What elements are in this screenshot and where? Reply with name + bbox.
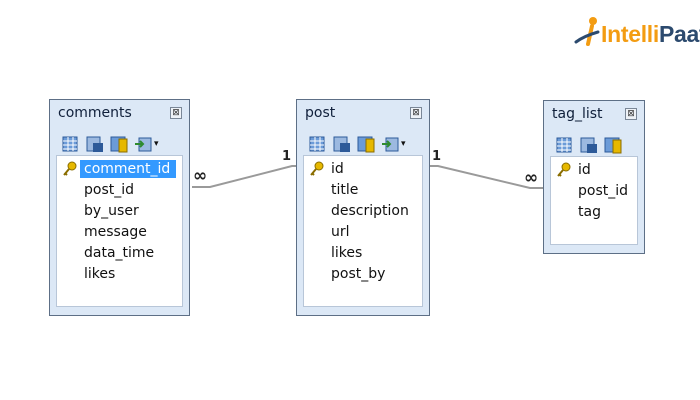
field-label: description (331, 203, 409, 219)
field-label: comment_id (80, 160, 177, 178)
table-tag-list-title: tag_list (552, 106, 603, 122)
field-label: post_id (578, 183, 629, 199)
field-label: likes (331, 245, 363, 261)
logo-text-paat: Paat (658, 20, 700, 47)
primary-key-icon (63, 161, 77, 176)
field-row[interactable]: id (551, 160, 591, 180)
close-icon[interactable]: ⊠ (170, 107, 182, 119)
keys-icon[interactable] (604, 137, 622, 154)
table-tag-list-toolbar (550, 135, 638, 155)
table-comments-fields: comment_id post_id by_user message data_… (56, 155, 183, 307)
table-post[interactable]: post ⊠ ▾ id title description url likes … (296, 99, 430, 316)
table-comments-titlebar[interactable]: comments (50, 100, 189, 126)
field-label: data_time (84, 245, 155, 261)
table-tag-list-fields: id post_id tag (550, 156, 638, 245)
table-tag-list-titlebar[interactable]: tag_list (544, 101, 644, 127)
field-label: message (84, 224, 147, 240)
table-properties-icon[interactable] (333, 136, 351, 153)
grid-view-icon[interactable] (556, 137, 574, 154)
table-post-toolbar: ▾ (303, 134, 423, 154)
field-label: title (331, 182, 359, 198)
field-row[interactable]: likes (304, 243, 362, 263)
insert-field-icon[interactable] (134, 136, 152, 153)
logo-person-icon (574, 17, 600, 46)
field-label: url (331, 224, 350, 240)
close-icon[interactable]: ⊠ (625, 108, 637, 120)
table-post-fields: id title description url likes post_by (303, 155, 423, 307)
table-post-titlebar[interactable]: post (297, 100, 429, 126)
table-properties-icon[interactable] (86, 136, 104, 153)
field-row[interactable]: title (304, 180, 358, 200)
field-row[interactable]: by_user (57, 201, 139, 221)
field-row[interactable]: comment_id (57, 159, 177, 179)
field-row[interactable]: tag (551, 202, 601, 222)
field-row[interactable]: post_id (57, 180, 134, 200)
intellipaat-logo: IntelliPaat (574, 14, 700, 54)
field-label: likes (84, 266, 116, 282)
table-tag-list[interactable]: tag_list ⊠ id post_id tag (543, 100, 645, 254)
chevron-down-icon[interactable]: ▾ (401, 139, 406, 149)
field-label: id (331, 161, 344, 177)
grid-view-icon[interactable] (309, 136, 327, 153)
relation-many-label-taglist: ∞ (524, 168, 539, 188)
field-row[interactable]: url (304, 222, 350, 242)
table-comments[interactable]: comments ⊠ ▾ comment_id post_id by_user … (49, 99, 190, 316)
field-label: post_by (331, 266, 386, 282)
relation-line-post-comments (192, 165, 296, 188)
table-comments-toolbar: ▾ (56, 134, 183, 154)
field-row[interactable]: data_time (57, 243, 154, 263)
field-label: tag (578, 204, 601, 220)
grid-view-icon[interactable] (62, 136, 80, 153)
field-row[interactable]: id (304, 159, 344, 179)
keys-icon[interactable] (110, 136, 128, 153)
field-label: by_user (84, 203, 139, 219)
relation-many-label-comments: ∞ (193, 166, 208, 186)
field-row[interactable]: description (304, 201, 409, 221)
table-properties-icon[interactable] (580, 137, 598, 154)
chevron-down-icon[interactable]: ▾ (154, 139, 159, 149)
primary-key-icon (310, 161, 324, 176)
relation-one-label-post-right: 1 (432, 149, 442, 164)
field-row[interactable]: message (57, 222, 147, 242)
field-row[interactable]: likes (57, 264, 115, 284)
table-post-title: post (305, 105, 336, 121)
primary-key-icon (557, 162, 571, 177)
relation-one-label-post-left: 1 (282, 149, 292, 164)
field-row[interactable]: post_by (304, 264, 385, 284)
field-label: post_id (84, 182, 135, 198)
insert-field-icon[interactable] (381, 136, 399, 153)
field-label: id (578, 162, 591, 178)
table-comments-title: comments (58, 105, 132, 121)
logo-text-intelli: Intelli (601, 20, 659, 47)
keys-icon[interactable] (357, 136, 375, 153)
field-row[interactable]: post_id (551, 181, 628, 201)
close-icon[interactable]: ⊠ (410, 107, 422, 119)
